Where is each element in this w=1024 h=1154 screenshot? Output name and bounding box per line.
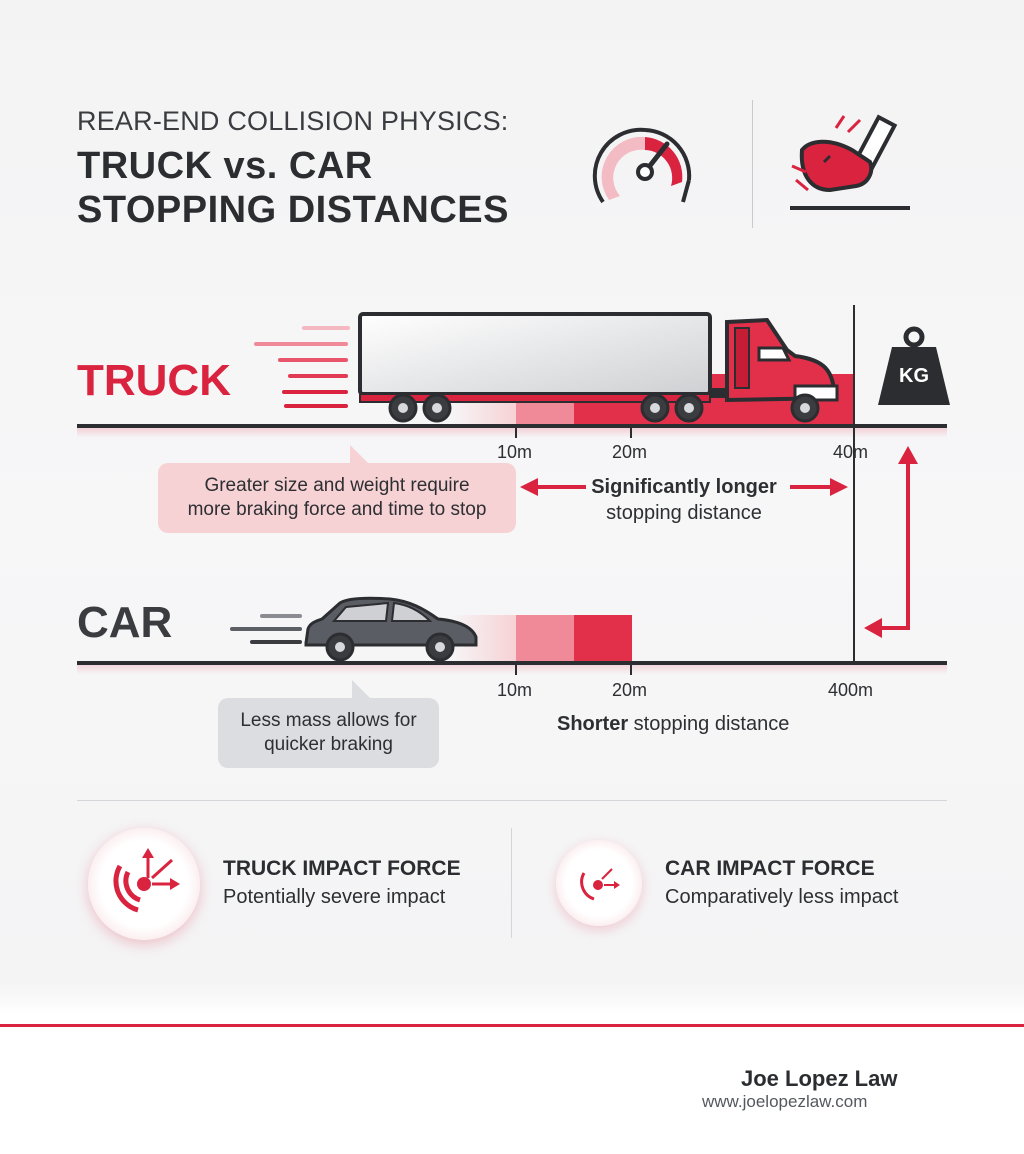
right-arrow-icon [790, 478, 848, 496]
subtitle: REAR-END COLLISION PHYSICS: [77, 106, 509, 136]
car-stopping-text: Shorter stopping distance [557, 713, 789, 736]
truck-stopping-rest: stopping distance [606, 502, 762, 524]
footer-divider [0, 1024, 1024, 1027]
truck-tick-20m: 20m [612, 442, 648, 462]
title-line-2: STOPPING DISTANCES [77, 189, 509, 231]
car-stopping-rest: stopping distance [628, 713, 790, 735]
truck-tick-10m: 10m [497, 442, 533, 462]
car-callout-line-1: Less mass allows for [240, 710, 417, 731]
weight-effect-arrow [864, 446, 918, 638]
truck-callout-line-1: Greater size and weight require [204, 475, 470, 496]
car-impact-icon [580, 868, 620, 901]
car-tick-20m: 20m [612, 680, 648, 700]
truck-tick-40m: 40m [833, 442, 869, 462]
truck-label: TRUCK [77, 356, 231, 405]
footer [0, 1027, 1024, 1154]
car-braking-zone-20m [574, 615, 632, 662]
car-braking-zone-10m [516, 615, 574, 662]
car-illustration [304, 596, 478, 662]
section-divider [77, 800, 947, 801]
brake-pedal-icon [790, 114, 910, 210]
car-tick-10m: 10m [497, 680, 533, 700]
truck-impact-subtitle: Potentially severe impact [223, 886, 446, 908]
truck-callout-line-2: more braking force and time to stop [187, 499, 487, 520]
car-speed-lines [230, 614, 302, 644]
truck-impact-icon [113, 848, 180, 913]
speedometer-icon [592, 127, 692, 204]
header-divider [752, 100, 753, 228]
truck-stopping-text: Significantly longer stopping distance [578, 474, 790, 526]
truck-speed-lines [254, 326, 350, 408]
title-line-1: TRUCK vs. CAR [77, 145, 373, 187]
weight-label: KG [899, 365, 929, 387]
car-callout-line-2: quicker braking [264, 734, 393, 755]
weight-icon [878, 326, 950, 405]
car-callout: Less mass allows for quicker braking [218, 698, 439, 768]
footer-website: www.joelopezlaw.com [702, 1092, 868, 1111]
footer-company-name: Joe Lopez Law [741, 1066, 898, 1091]
car-road-line [77, 661, 947, 665]
truck-impact-title: TRUCK IMPACT FORCE [223, 857, 461, 880]
truck-stopping-bold: Significantly longer [591, 476, 777, 498]
truck-illustration [358, 312, 839, 423]
car-impact-subtitle: Comparatively less impact [665, 886, 899, 908]
car-tick-400m: 400m [828, 680, 874, 700]
car-stopping-bold: Shorter [557, 713, 629, 735]
distance-marker-line [853, 305, 855, 665]
car-impact-title: CAR IMPACT FORCE [665, 857, 875, 880]
truck-road-line [77, 424, 947, 428]
car-label: CAR [77, 598, 173, 647]
left-arrow-icon [520, 478, 586, 496]
truck-callout: Greater size and weight require more bra… [158, 463, 516, 533]
